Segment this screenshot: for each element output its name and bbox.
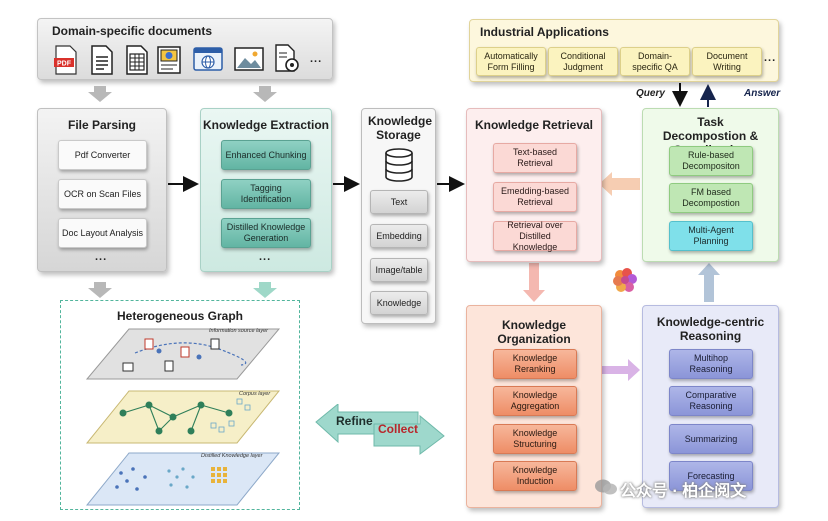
documents-panel: Domain-specific documents PDF ... — [37, 18, 333, 80]
pdf-converter-box: Pdf Converter — [58, 140, 147, 170]
collect-arrow — [373, 414, 445, 455]
documents-more: ... — [310, 53, 323, 65]
info-source-layer-label: Information source layer — [209, 328, 268, 334]
induction-box: Knowledge Induction — [493, 461, 577, 491]
industrial-applications-title: Industrial Applications — [480, 25, 609, 39]
summarizing-box: Summarizing — [669, 424, 753, 454]
doc-layout-box: Doc Layout Analysis — [58, 218, 147, 248]
distilled-layer-label: Distilled Knowledge layer — [201, 453, 263, 459]
arrow-reasoning-to-task — [698, 263, 720, 302]
ocr-box: OCR on Scan Files — [58, 179, 147, 209]
knowledge-extraction-panel: Knowledge Extraction Enhanced Chunking T… — [200, 108, 332, 272]
answer-label: Answer — [744, 88, 781, 99]
knowledge-extraction-more: ... — [259, 251, 272, 263]
file-parsing-more: ... — [95, 251, 108, 263]
domain-qa-box: Domain-specific QA — [620, 47, 690, 76]
document-writing-box: Document Writing — [692, 47, 762, 76]
structuring-box: Knowledge Structuring — [493, 424, 577, 454]
tagging-box: Tagging Identification — [221, 179, 311, 209]
knowledge-retrieval-panel: Knowledge Retrieval Text-based Retrieval… — [466, 108, 602, 262]
industrial-applications-panel: Industrial Applications Automatically Fo… — [469, 19, 779, 82]
file-parsing-title: File Parsing — [67, 118, 137, 132]
database-icon — [384, 147, 414, 183]
storage-knowledge-box: Knowledge — [370, 291, 428, 315]
fm-based-box: FM based Decompostion — [669, 183, 753, 213]
enhanced-chunking-box: Enhanced Chunking — [221, 140, 311, 170]
comparative-box: Comparative Reasoning — [669, 386, 753, 416]
documents-title: Domain-specific documents — [52, 24, 213, 38]
knowledge-extraction-title: Knowledge Extraction — [202, 118, 330, 132]
arrow-doc-to-extraction — [253, 86, 277, 102]
arrow-doc-to-parsing — [88, 86, 112, 102]
task-decomposition-panel: Task Decompostion & Coordination Rule-ba… — [642, 108, 779, 262]
industrial-applications-more: ... — [764, 52, 777, 64]
arrow-organization-to-reasoning — [602, 359, 640, 381]
knowledge-organization-panel: Knowledge Organization Knowledge Reranki… — [466, 305, 602, 508]
form-filling-box: Automatically Form Filling — [476, 47, 546, 76]
refine-label: Refine — [336, 414, 373, 428]
text-doc-icon — [90, 45, 114, 75]
storage-text-box: Text — [370, 190, 428, 214]
rule-based-box: Rule-based Decompositon — [669, 146, 753, 176]
pdf-icon: PDF — [54, 45, 78, 75]
storage-image-table-box: Image/table — [370, 258, 428, 282]
presentation-icon — [156, 45, 184, 75]
knowledge-storage-title: Knowledge Storage — [368, 114, 433, 142]
text-retrieval-box: Text-based Retrieval — [493, 143, 577, 173]
file-parsing-panel: File Parsing Pdf Converter OCR on Scan F… — [37, 108, 167, 272]
knowledge-reasoning-title: Knowledge-centric Reasoning — [656, 315, 765, 343]
image-icon — [234, 47, 264, 73]
aggregation-box: Knowledge Aggregation — [493, 386, 577, 416]
refine-collect-arrows — [315, 404, 445, 455]
embedding-retrieval-box: Emedding-based Retrieval — [493, 182, 577, 212]
graph-layers-illustration — [85, 328, 281, 506]
storage-embedding-box: Embedding — [370, 224, 428, 248]
spreadsheet-icon — [125, 45, 149, 75]
collect-label: Collect — [378, 422, 419, 436]
watermark-icon — [594, 477, 618, 497]
query-label: Query — [636, 88, 665, 99]
distilled-generation-box: Distilled Knowledge Generation — [221, 218, 311, 248]
web-page-icon — [193, 47, 223, 73]
forecasting-box: Forecasting — [669, 461, 753, 491]
heterogeneous-graph-panel: Heterogeneous Graph — [60, 300, 300, 510]
arrow-parsing-to-graph — [88, 282, 112, 298]
arrow-retrieval-to-organization — [523, 263, 545, 302]
heterogeneous-graph-title: Heterogeneous Graph — [116, 309, 244, 323]
multi-agent-box: Multi-Agent Planning — [669, 221, 753, 251]
corpus-layer — [85, 390, 281, 444]
conditional-judgment-box: Conditional Judgment — [548, 47, 618, 76]
arrow-task-to-retrieval — [599, 172, 640, 196]
pdf-label: PDF — [57, 61, 72, 68]
distilled-knowledge-layer — [85, 452, 281, 506]
knowledge-storage-panel: Knowledge Storage Text Embedding Image/t… — [361, 108, 436, 324]
knowledge-organization-title: Knowledge Organization — [497, 318, 571, 346]
watermark-text: 公众号 · 柏企阅文 — [620, 483, 747, 500]
reranking-box: Knowledge Reranking — [493, 349, 577, 379]
settings-file-icon — [272, 43, 302, 75]
distilled-retrieval-box: Retrieval over Distilled Knowledge — [493, 220, 577, 252]
colorful-flower-icon — [612, 266, 638, 296]
arrow-extraction-to-graph — [253, 282, 277, 298]
multihop-box: Multihop Reasoning — [669, 349, 753, 379]
corpus-layer-label: Corpus layer — [239, 391, 271, 397]
knowledge-reasoning-panel: Knowledge-centric Reasoning Multihop Rea… — [642, 305, 779, 508]
knowledge-retrieval-title: Knowledge Retrieval — [474, 118, 594, 132]
